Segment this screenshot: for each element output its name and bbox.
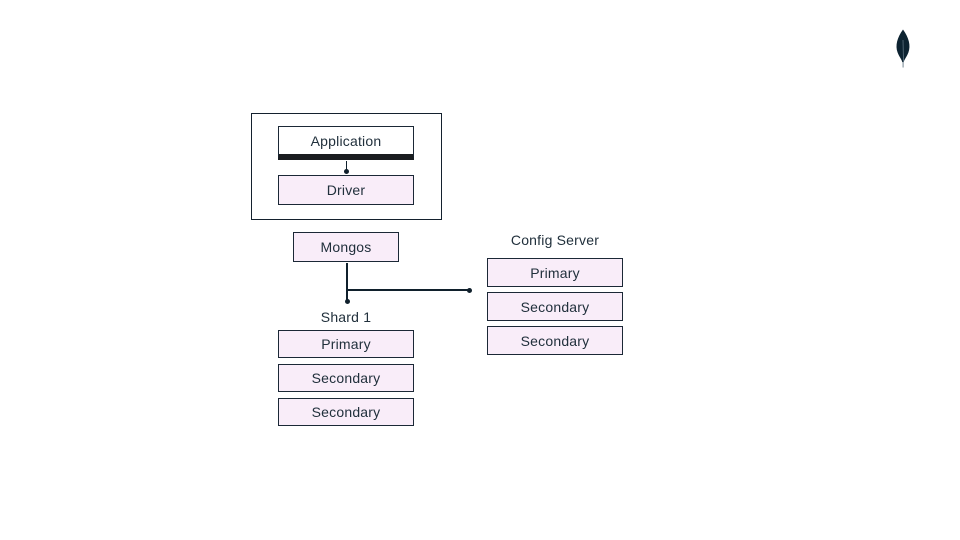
connector-mongos-shard1-arrow-dot	[344, 299, 350, 304]
driver-node-label: Driver	[326, 182, 366, 198]
connector-application-driver	[345, 161, 347, 170]
mongos-node: Mongos	[293, 232, 399, 262]
shard1-primary-node: Primary	[278, 330, 414, 358]
shard1-primary-label: Primary	[321, 336, 371, 352]
application-node: Application	[278, 126, 414, 160]
config-server-primary-node: Primary	[487, 258, 623, 287]
connector-mongos-config-server	[346, 289, 468, 291]
config-server-group-label: Config Server	[510, 232, 600, 248]
config-server-secondary-label-1: Secondary	[520, 298, 590, 315]
shard1-secondary-node-1: Secondary	[278, 364, 414, 392]
connector-mongos-config-server-arrow-dot	[467, 287, 472, 293]
connector-mongos-shard1	[346, 263, 348, 300]
application-node-label: Application	[310, 132, 382, 149]
shard1-group-label: Shard 1	[320, 309, 372, 325]
shard1-secondary-node-2: Secondary	[278, 398, 414, 426]
config-server-secondary-node-2: Secondary	[487, 326, 623, 355]
mongodb-leaf-icon	[892, 28, 914, 70]
shard1-secondary-label-1: Secondary	[311, 370, 381, 386]
config-server-secondary-node-1: Secondary	[487, 292, 623, 321]
config-server-secondary-label-2: Secondary	[520, 332, 590, 349]
driver-node: Driver	[278, 175, 414, 205]
connector-application-driver-arrow-dot	[343, 168, 349, 174]
config-server-primary-label: Primary	[530, 264, 580, 281]
shard1-secondary-label-2: Secondary	[311, 404, 381, 420]
mongos-node-label: Mongos	[320, 239, 372, 255]
